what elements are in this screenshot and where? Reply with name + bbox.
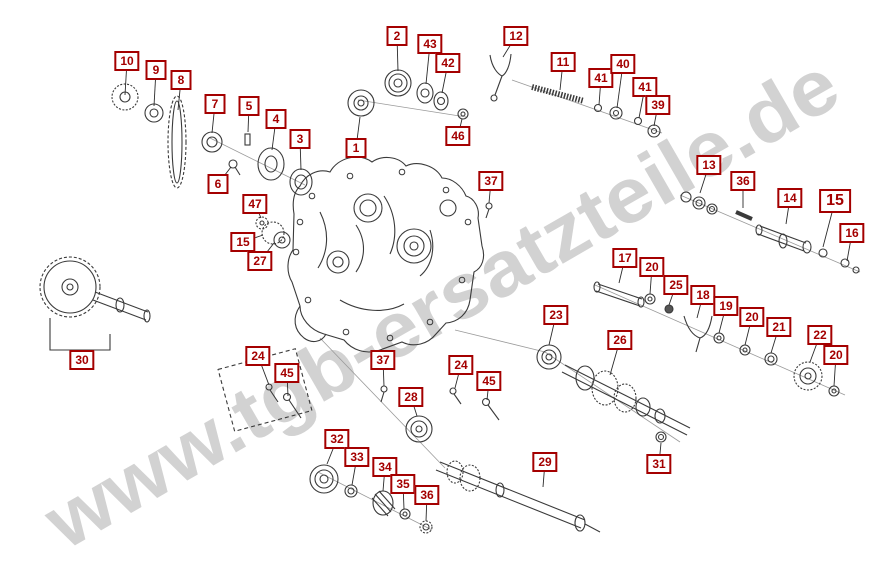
part-label-41: 41 xyxy=(588,68,614,88)
part-label-20: 20 xyxy=(639,257,665,277)
part-label-17: 17 xyxy=(612,248,638,268)
part-label-3: 3 xyxy=(289,129,311,149)
part-label-26: 26 xyxy=(607,330,633,350)
parts-artwork xyxy=(39,53,860,534)
part-label-37: 37 xyxy=(370,350,396,370)
part-label-20: 20 xyxy=(823,345,849,365)
part-label-40: 40 xyxy=(610,54,636,74)
part-label-15: 15 xyxy=(819,189,851,213)
part-label-31: 31 xyxy=(646,454,672,474)
part-label-33: 33 xyxy=(344,447,370,467)
part-label-4: 4 xyxy=(265,109,287,129)
part-label-10: 10 xyxy=(114,51,140,71)
part-label-5: 5 xyxy=(238,96,260,116)
part-label-22: 22 xyxy=(807,325,833,345)
part-label-43: 43 xyxy=(417,34,443,54)
part-label-41: 41 xyxy=(632,77,658,97)
part-label-15: 15 xyxy=(230,232,256,252)
part-label-19: 19 xyxy=(713,296,739,316)
part-label-1: 1 xyxy=(345,138,367,158)
part-label-28: 28 xyxy=(398,387,424,407)
part-label-45: 45 xyxy=(476,371,502,391)
part-label-35: 35 xyxy=(390,474,416,494)
part-label-37: 37 xyxy=(478,171,504,191)
part-label-6: 6 xyxy=(207,174,229,194)
part-label-34: 34 xyxy=(372,457,398,477)
part-label-47: 47 xyxy=(242,194,268,214)
part-label-32: 32 xyxy=(324,429,350,449)
part-label-39: 39 xyxy=(645,95,671,115)
part-label-8: 8 xyxy=(170,70,192,90)
part-label-16: 16 xyxy=(839,223,865,243)
part-label-21: 21 xyxy=(766,317,792,337)
part-label-20: 20 xyxy=(739,307,765,327)
part-label-24: 24 xyxy=(448,355,474,375)
part-label-29: 29 xyxy=(532,452,558,472)
part-label-24: 24 xyxy=(245,346,271,366)
part-label-42: 42 xyxy=(435,53,461,73)
part-label-18: 18 xyxy=(690,285,716,305)
part-label-36: 36 xyxy=(730,171,756,191)
part-label-23: 23 xyxy=(543,305,569,325)
part-label-46: 46 xyxy=(445,126,471,146)
part-label-13: 13 xyxy=(696,155,722,175)
part-label-2: 2 xyxy=(386,26,408,46)
part-label-45: 45 xyxy=(274,363,300,383)
part-label-30: 30 xyxy=(69,350,95,370)
part-label-12: 12 xyxy=(503,26,529,46)
part-label-9: 9 xyxy=(145,60,167,80)
part-label-11: 11 xyxy=(550,52,576,72)
part-label-27: 27 xyxy=(247,251,273,271)
part-label-14: 14 xyxy=(777,188,803,208)
part-label-7: 7 xyxy=(204,94,226,114)
part-label-36: 36 xyxy=(414,485,440,505)
part-label-25: 25 xyxy=(663,275,689,295)
